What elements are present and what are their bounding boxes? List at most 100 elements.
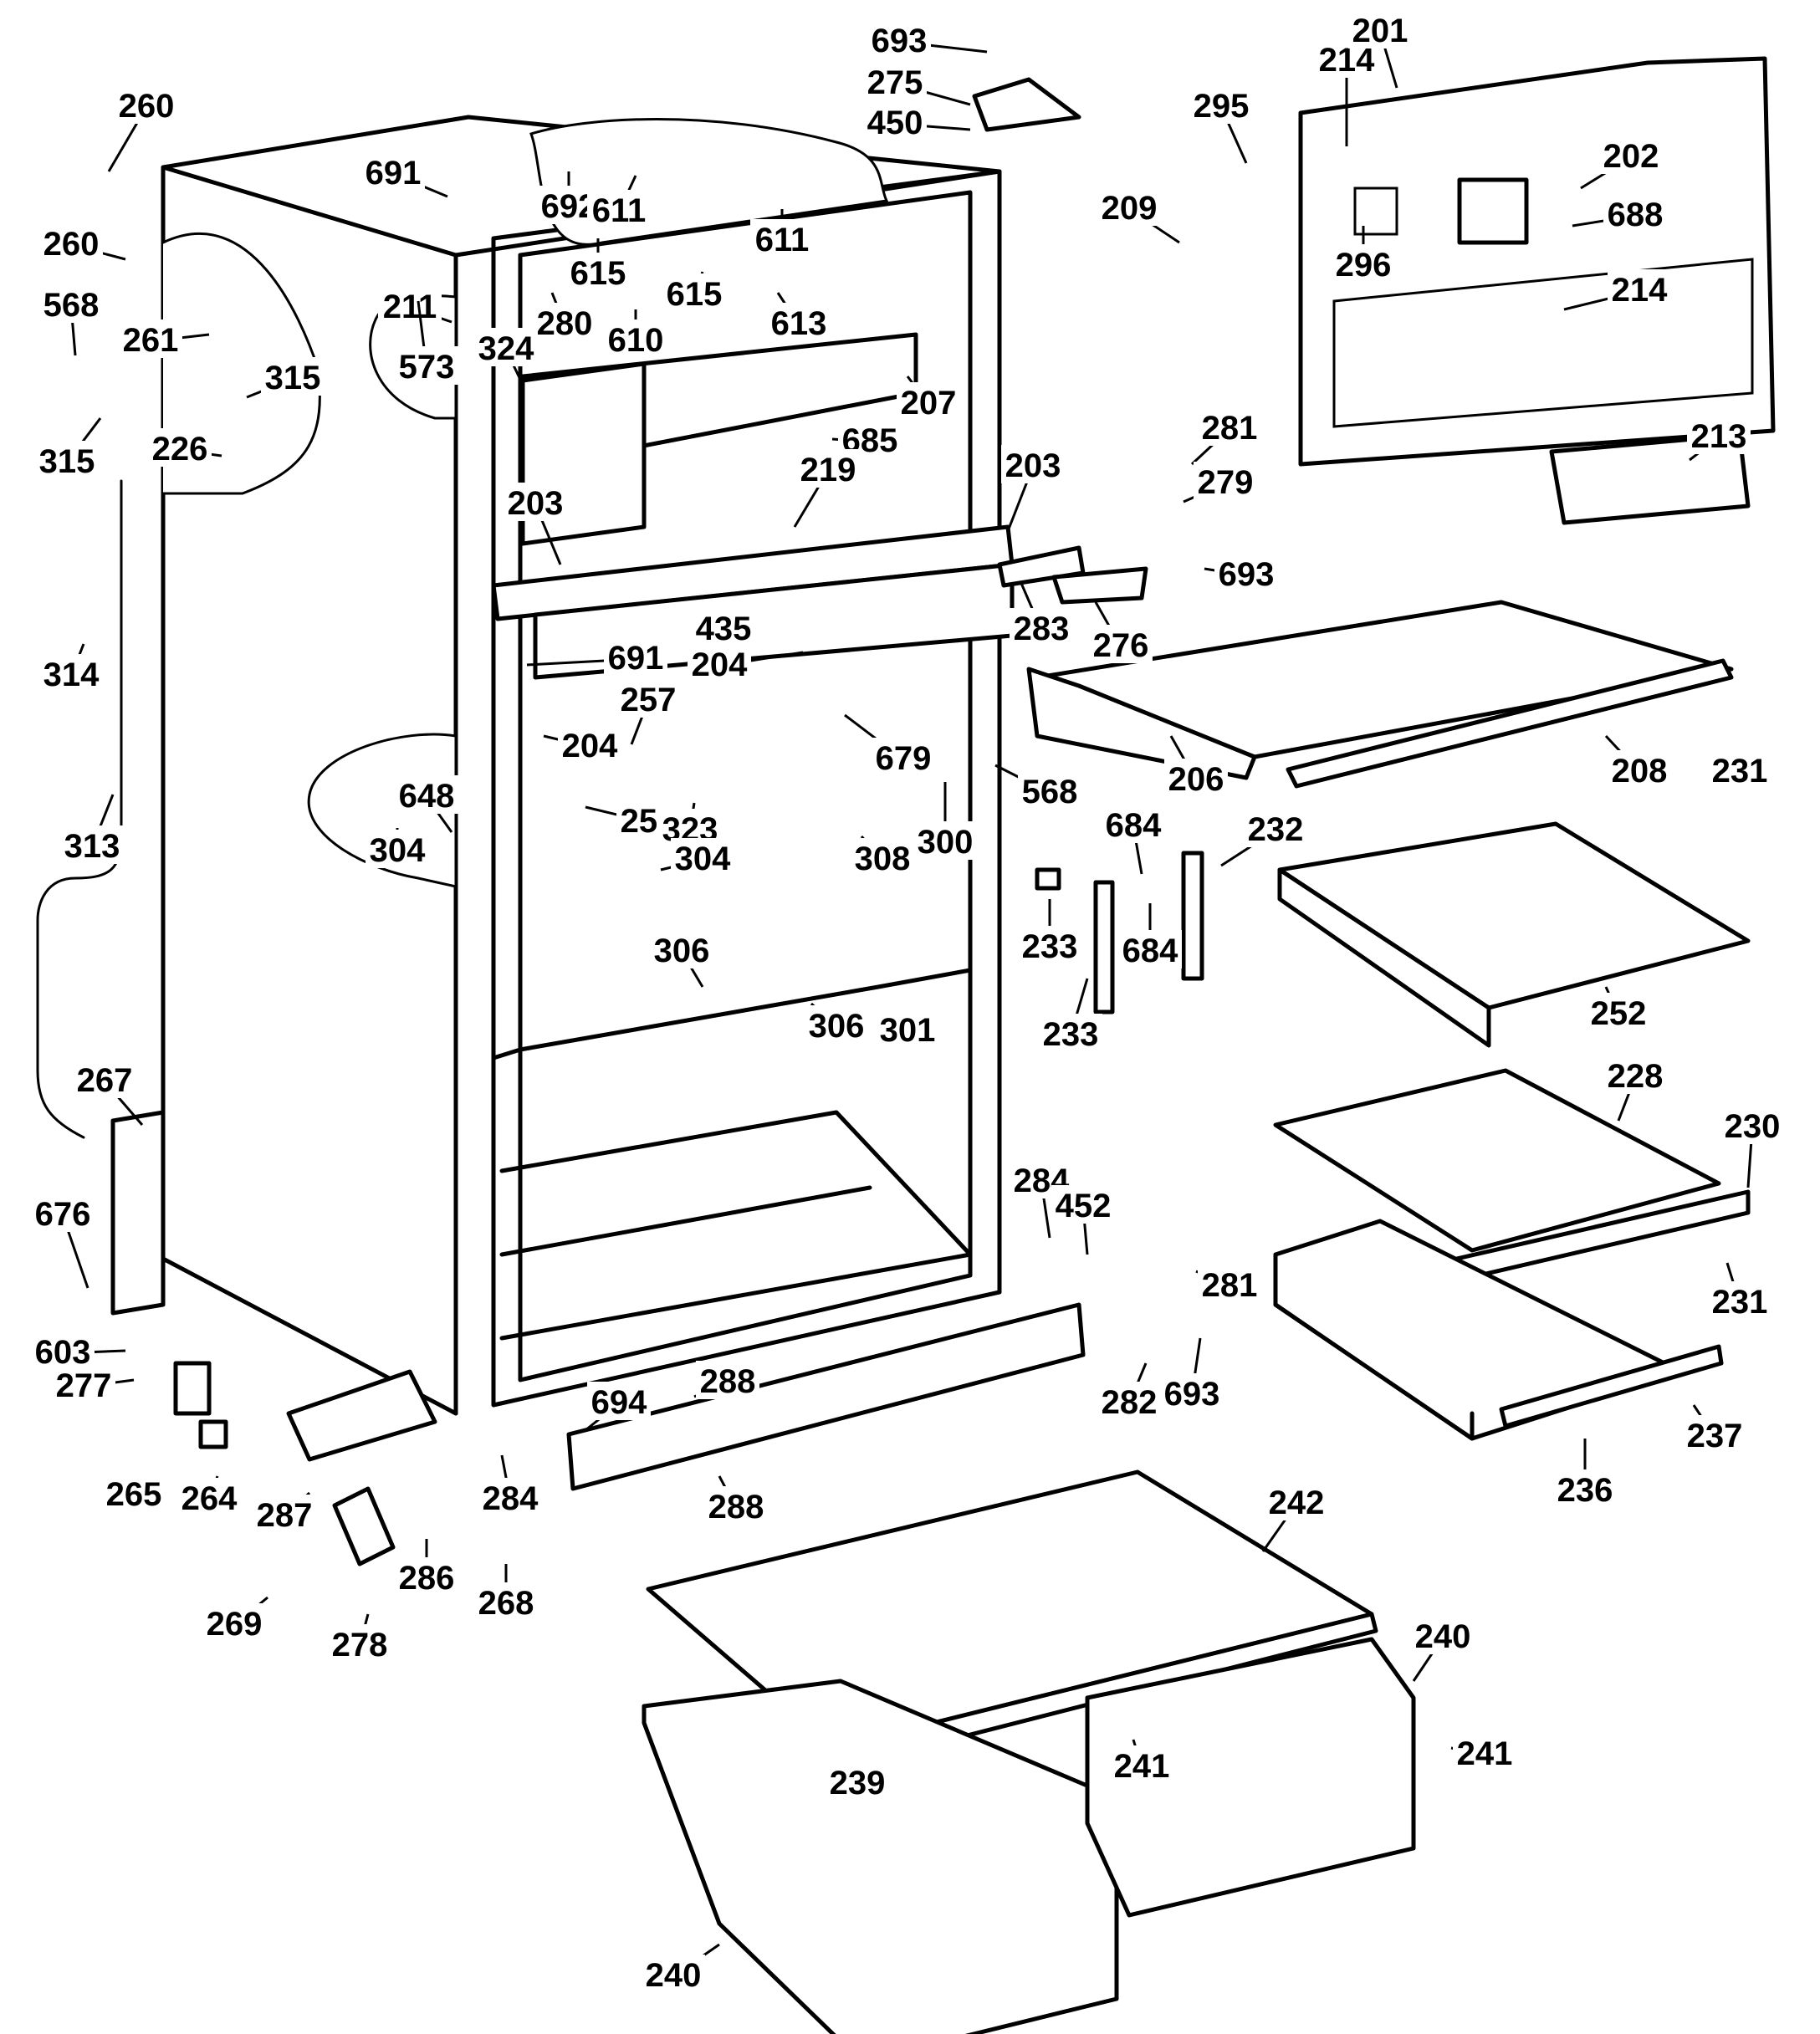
callout-301: 301 (876, 1009, 939, 1049)
label-background (805, 1005, 868, 1044)
label-background (897, 382, 960, 421)
callout-694: 694 (585, 1382, 651, 1432)
callout-284: 284 (478, 1454, 542, 1517)
label-background (39, 654, 103, 692)
callout-236: 236 (1553, 1439, 1617, 1509)
callout-315: 315 (246, 357, 325, 399)
label-background (328, 1624, 391, 1663)
label-background (1097, 1382, 1161, 1420)
part-number-label: 282 (1102, 1384, 1158, 1421)
callout-573: 573 (395, 300, 458, 386)
callout-214: 214 (1563, 269, 1671, 311)
part-number-label: 693 (1219, 556, 1275, 593)
part-number-label: 260 (119, 88, 175, 125)
callout-232: 232 (1220, 809, 1307, 867)
label-background (1097, 187, 1161, 226)
callout-276: 276 (1089, 601, 1153, 664)
callout-241: 241 (1110, 1739, 1173, 1785)
callout-203: 203 (504, 483, 567, 565)
part-number-label: 236 (1557, 1472, 1613, 1509)
part-number-label: 314 (43, 657, 100, 693)
part-number-label: 613 (771, 305, 827, 342)
callout-304: 304 (366, 828, 429, 869)
part-number-label: 213 (1691, 418, 1747, 455)
part-number-label: 603 (35, 1334, 91, 1371)
part-number-label: 206 (1168, 761, 1224, 798)
callout-615: 615 (662, 271, 726, 313)
label-background (1118, 930, 1182, 968)
part-number-label: 211 (383, 289, 437, 325)
callout-684: 684 (1118, 903, 1182, 969)
callout-204: 204 (688, 644, 804, 683)
callout-676: 676 (31, 1193, 95, 1289)
part-number-label: 231 (1712, 1284, 1768, 1321)
callout-208: 208 (1604, 734, 1671, 790)
callout-315: 315 (35, 417, 102, 480)
callout-237: 237 (1683, 1404, 1746, 1454)
label-background (587, 190, 651, 228)
callout-278: 278 (328, 1613, 391, 1663)
part-number-label: 611 (755, 222, 810, 258)
part-number-label: 275 (867, 64, 923, 101)
part-number-label: 232 (1248, 811, 1304, 848)
callout-252: 252 (1587, 986, 1650, 1032)
label-background (1164, 759, 1228, 797)
callout-219: 219 (793, 449, 860, 528)
part-number-label: 241 (1114, 1748, 1170, 1785)
callout-611: 611 (587, 175, 651, 229)
callout-231: 231 (1708, 750, 1771, 790)
callout-241: 241 (1450, 1733, 1516, 1772)
part-number-label: 693 (1164, 1376, 1220, 1413)
callout-201: 201 (1348, 10, 1412, 89)
label-background (1018, 926, 1081, 964)
part-number-label: 242 (1269, 1485, 1325, 1521)
part-number-label: 233 (1022, 928, 1078, 965)
part-number-label: 269 (207, 1606, 263, 1643)
label-background (650, 930, 713, 968)
callout-279: 279 (1183, 462, 1257, 503)
label-background (39, 223, 103, 262)
part-number-label: 296 (1336, 247, 1392, 284)
label-background (1010, 608, 1073, 646)
label-background (115, 85, 178, 124)
callout-283: 283 (1010, 580, 1073, 647)
callout-296: 296 (1332, 226, 1395, 284)
part-number-label: 268 (478, 1585, 534, 1622)
label-background (558, 725, 621, 764)
callout-226: 226 (148, 428, 222, 468)
label-background (876, 1009, 939, 1048)
label-background (872, 738, 935, 776)
part-number-label: 691 (366, 155, 422, 192)
part-number-label: 219 (800, 452, 856, 488)
callout-240: 240 (1411, 1616, 1475, 1682)
label-background (1089, 625, 1153, 663)
callout-452: 452 (1051, 1185, 1115, 1255)
label-background (1265, 1482, 1328, 1520)
part-number-label: 260 (43, 226, 100, 263)
label-background (688, 644, 751, 682)
part-number-label: 237 (1687, 1418, 1743, 1454)
callout-603: 603 (31, 1331, 126, 1371)
label-background (60, 825, 124, 864)
callout-281: 281 (1195, 1265, 1261, 1304)
callout-233: 233 (1039, 978, 1102, 1053)
part-number-label: 202 (1603, 138, 1659, 175)
callout-688: 688 (1572, 194, 1667, 233)
label-background (73, 1060, 136, 1098)
part-number-label: 207 (901, 385, 957, 422)
part-number-label: 239 (830, 1765, 886, 1801)
part-number-label: 315 (265, 360, 321, 396)
callout-691: 691 (361, 152, 448, 198)
callout-288: 288 (704, 1475, 768, 1526)
part-number-label: 295 (1194, 88, 1250, 125)
callout-324: 324 (474, 328, 538, 386)
label-background (566, 253, 630, 291)
callout-693: 693 (867, 20, 988, 59)
part-number-label: 450 (867, 105, 923, 141)
callout-261: 261 (119, 319, 210, 359)
label-background (474, 1582, 538, 1621)
callout-295: 295 (1189, 85, 1253, 164)
part-number-label: 287 (257, 1497, 313, 1534)
callout-648: 648 (395, 775, 458, 833)
label-background (31, 1331, 95, 1370)
